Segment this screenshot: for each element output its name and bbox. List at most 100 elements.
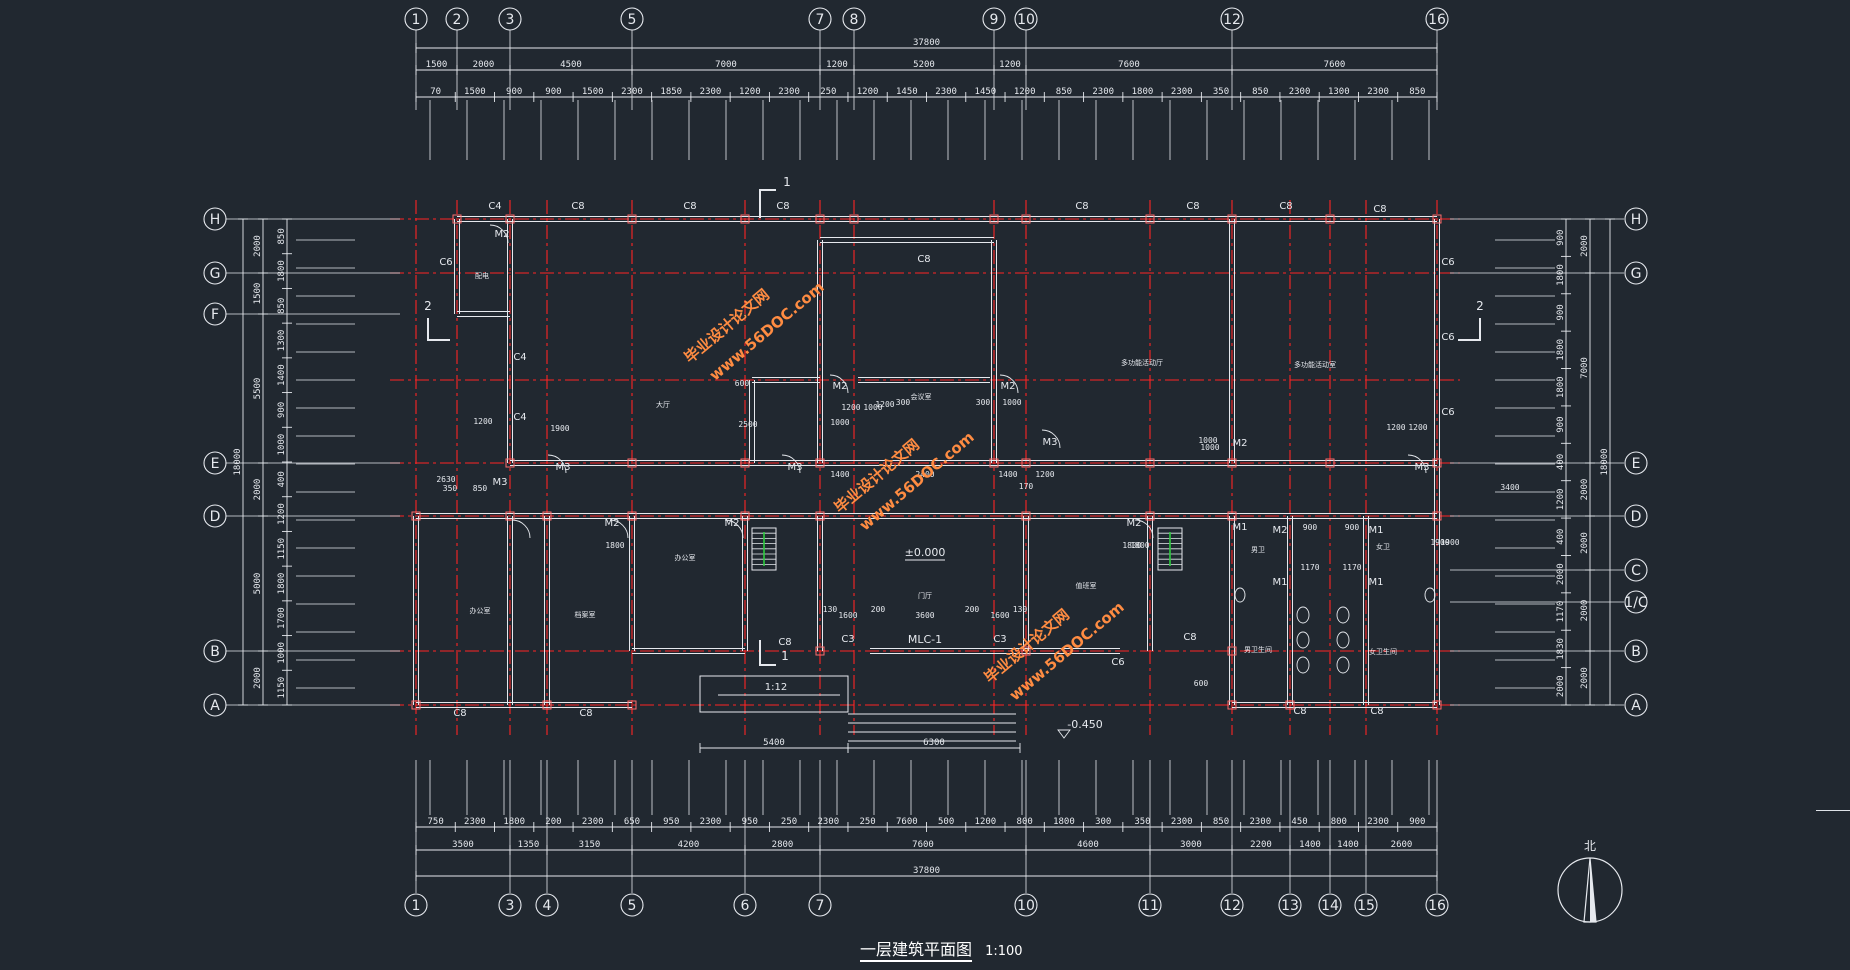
dim-top-row2-text-10: 250 <box>820 87 836 97</box>
dim-bottom-row1-text-0: 750 <box>428 817 444 827</box>
door-label-14: M1 <box>1273 577 1288 588</box>
dim-left-row1-text-2: 5500 <box>253 378 263 400</box>
room-name-1: 大厅 <box>656 400 670 409</box>
dim-bottom-row2-text-1: 1350 <box>518 840 540 850</box>
axis-bubble-top-8 <box>842 7 866 31</box>
dim-top-row1-text-3: 7000 <box>715 60 737 70</box>
axis-bubble-right-B <box>1624 639 1648 663</box>
dim-bottom-row2-text-8: 2200 <box>1250 840 1272 850</box>
axis-bubble-right-1/C <box>1624 590 1648 614</box>
dim-left-row2-text-11: 1700 <box>277 607 287 629</box>
axis-bubble-right-G <box>1624 261 1648 285</box>
dim-top-row2-text-4: 1500 <box>582 87 604 97</box>
dim-bottom-row1-text-18: 350 <box>1134 817 1150 827</box>
inner-dim-13: 1000 <box>1002 398 1021 407</box>
inner-dim-20: 1200 <box>1386 423 1405 432</box>
room-name-12: 男卫生间 <box>1244 645 1272 654</box>
dim-bottom-row1-text-12: 7600 <box>896 817 918 827</box>
dim-right-row2-text-12: 2000 <box>1556 675 1566 697</box>
column-3 <box>740 214 750 224</box>
dim-top-row2-text-12: 1450 <box>896 87 918 97</box>
section-mark-0: 1 <box>783 175 791 189</box>
dim-right-row1-text-0: 2000 <box>1580 235 1590 257</box>
inner-dim-32: 130 <box>1013 605 1028 614</box>
dim-bottom-row1-text-6: 950 <box>663 817 679 827</box>
dim-top-row1-text-7: 7600 <box>1118 60 1140 70</box>
column-34 <box>627 700 637 710</box>
column-2 <box>627 214 637 224</box>
inner-dim-27: 200 <box>871 605 886 614</box>
steps-length-text-0: 6300 <box>923 738 945 748</box>
dim-top-row2-text-23: 1300 <box>1328 87 1350 97</box>
dim-top-row1-text-0: 1500 <box>426 60 448 70</box>
room-name-10: 男卫 <box>1251 546 1265 554</box>
axis-bubble-right-H-label: H <box>1631 212 1642 228</box>
dim-top-row2-text-2: 900 <box>506 87 522 97</box>
axis-bubble-top-7 <box>808 7 832 31</box>
dim-top-row2-text-17: 2300 <box>1092 87 1114 97</box>
dim-left-row1-text-5: 2000 <box>253 667 263 689</box>
inner-dim-22: 1900 <box>1440 538 1459 547</box>
room-name-2: 会议室 <box>911 392 932 401</box>
north-label: 北 <box>1584 839 1596 853</box>
column-19 <box>1227 458 1237 468</box>
dim-top-row1-text-2: 4500 <box>560 60 582 70</box>
elevation-main-label: ±0.000 <box>905 546 946 559</box>
dim-bottom-row1-text-13: 500 <box>938 817 954 827</box>
dim-top-row2-text-15: 1200 <box>1014 87 1036 97</box>
axis-bubble-top-10-label: 10 <box>1017 12 1035 28</box>
dim-bottom-row2-text-2: 3150 <box>579 840 601 850</box>
column-14 <box>740 458 750 468</box>
edge-tick-line <box>1816 810 1850 811</box>
dim-left-total-text-0: 18000 <box>233 448 243 475</box>
column-36 <box>1285 700 1295 710</box>
column-0 <box>452 214 462 224</box>
dim-left-row1-text-1: 1500 <box>253 283 263 305</box>
axis-bubble-left-D-label: D <box>210 509 221 525</box>
column-39 <box>1227 646 1237 656</box>
inner-dim-18: 170 <box>1019 482 1034 491</box>
axis-bubble-right-B-label: B <box>1631 644 1641 660</box>
inner-dim-9: 1200 <box>875 400 894 409</box>
inner-dim-16: 1400 <box>998 470 1017 479</box>
inner-dim-19: 1000 <box>1198 436 1217 445</box>
axis-bubble-left-G <box>203 261 227 285</box>
dim-top-row1-text-5: 5200 <box>913 60 935 70</box>
column-17 <box>1021 458 1031 468</box>
dim-right-row2-text-11: 1830 <box>1556 638 1566 660</box>
room-name-3: 多功能活动厅 <box>1121 358 1163 367</box>
toilet-fixture-right-2 <box>1336 656 1350 674</box>
column-30 <box>1227 511 1237 521</box>
dim-left-row2-text-5: 900 <box>277 402 287 418</box>
door-arc-1 <box>829 374 849 394</box>
axis-bubble-bottom-7-label: 7 <box>816 898 825 914</box>
dim-bottom-row2-text-3: 4200 <box>678 840 700 850</box>
axis-bubble-top-10 <box>1014 7 1038 31</box>
column-27 <box>815 511 825 521</box>
drawing-caption: 一层建筑平面图 1:100 <box>860 936 1023 960</box>
axis-bubble-bottom-11 <box>1138 893 1162 917</box>
inner-dim-10: 1000 <box>863 403 882 412</box>
window-label-10: C6 <box>1441 257 1454 268</box>
axis-bubble-left-F <box>203 302 227 326</box>
axis-bubble-top-5-label: 5 <box>628 12 637 28</box>
inner-dim-5: 600 <box>735 379 750 388</box>
axis-bubble-top-3-label: 3 <box>506 12 515 28</box>
toilet-fixture-left-2 <box>1296 656 1310 674</box>
axis-bubble-top-9-label: 9 <box>990 12 999 28</box>
elevation-outside-icon <box>1057 729 1071 739</box>
axis-bubble-bottom-3 <box>498 893 522 917</box>
axis-bubble-bottom-6-label: 6 <box>741 898 750 914</box>
axis-bubble-top-1-label: 1 <box>412 12 421 28</box>
dim-left-row2-text-7: 400 <box>277 471 287 487</box>
window-label-17: C8 <box>778 637 791 648</box>
inner-dim-29: 200 <box>965 605 980 614</box>
inner-dim-8: 1200 <box>841 403 860 412</box>
dim-left-row2-text-10: 1800 <box>277 573 287 595</box>
dim-top-row1-text-8: 7600 <box>1324 60 1346 70</box>
dim-bottom-row1-text-9: 250 <box>781 817 797 827</box>
window-label-8: C8 <box>917 254 930 265</box>
door-label-4: M3 <box>788 462 803 473</box>
